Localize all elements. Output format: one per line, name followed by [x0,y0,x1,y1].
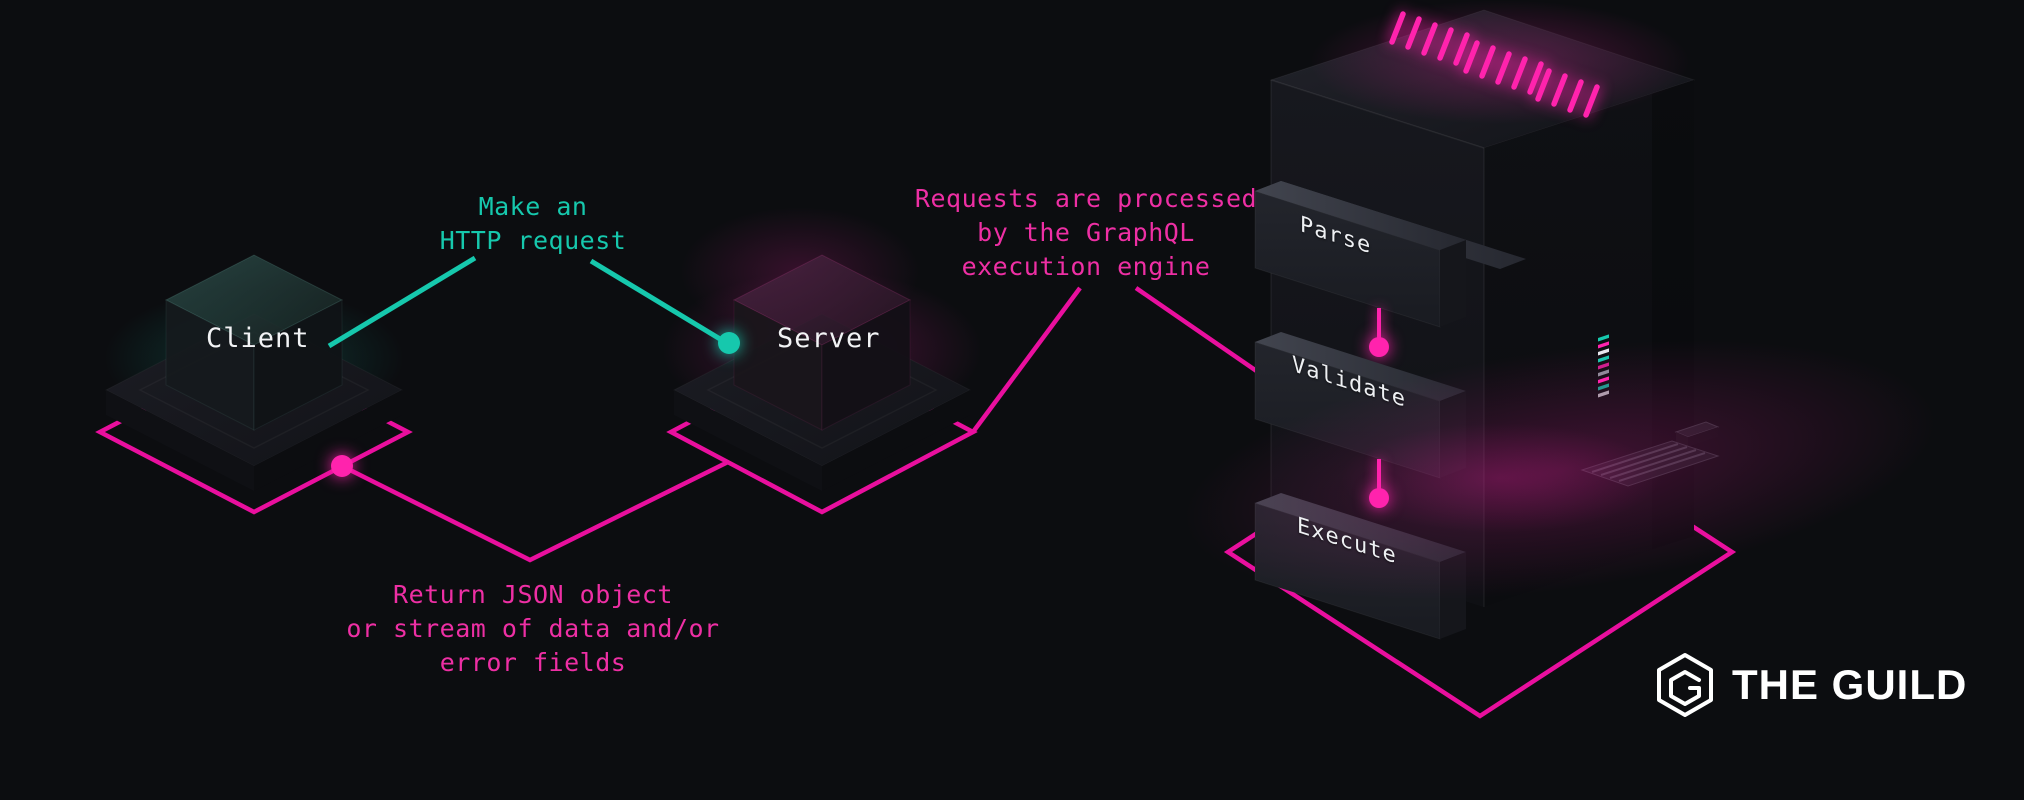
request-path [327,255,740,354]
engine-annotation: Requests are processed by the GraphQL ex… [886,182,1286,284]
response-annotation-line1: Return JSON object [393,580,673,609]
response-path [340,459,729,563]
hexagon-g-icon [1657,653,1713,717]
client-platform [104,254,404,491]
client-cube [164,254,344,431]
engine-path [971,286,1273,434]
step-block-parse [1254,181,1526,328]
server-cube [732,254,912,431]
server-platform [672,254,972,491]
guild-logo-text: THE GUILD [1732,661,1968,708]
engine-annotation-line1: Requests are processed [914,184,1258,213]
neon-vents-icon [1389,11,1600,118]
http-request-annotation-line2: HTTP request [439,226,627,255]
http-request-annotation-line1: Make an [478,192,588,221]
guild-branding: THE GUILD [1652,652,1967,718]
pink-beam-glow [1183,339,1937,601]
engine-tower [1183,0,1937,640]
engine-annotation-line3: execution engine [961,252,1211,281]
server-label: Server [777,323,881,354]
response-annotation-line2: or stream of data and/or [346,614,720,643]
engine-annotation-line2: by the GraphQL [977,218,1195,247]
response-endpoint-dot [331,455,353,477]
request-endpoint-dot [718,332,740,354]
parse-validate-connector-dot [1369,337,1389,357]
http-request-annotation: Make an HTTP request [333,190,733,258]
client-label: Client [206,323,310,354]
response-annotation-line3: error fields [439,648,627,677]
response-annotation: Return JSON object or stream of data and… [333,578,733,680]
